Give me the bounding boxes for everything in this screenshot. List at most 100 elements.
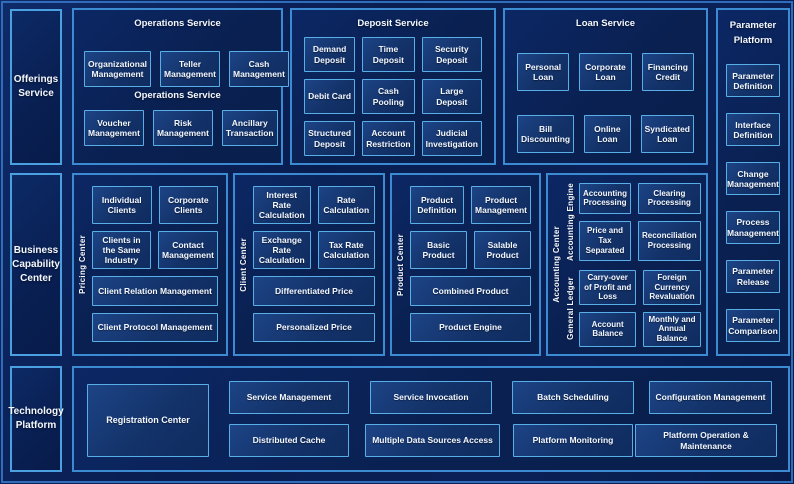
box-process-management: Process Management (726, 211, 780, 245)
box-salable-product: Salable Product (474, 231, 531, 269)
box-account-restriction: Account Restriction (362, 121, 415, 156)
panel-loan-service: Loan Service Personal Loan Corporate Loa… (503, 8, 708, 165)
box-structured-deposit: Structured Deposit (304, 121, 356, 156)
panel-deposit-service: Deposit Service Demand Deposit Time Depo… (290, 8, 496, 165)
offerings-service-text: Offerings Service (13, 74, 59, 99)
client-center-strip: Client Center (235, 175, 251, 354)
parameter-platform-title: Parameter Platform (729, 20, 777, 47)
pricing-center-vertical-label: Pricing Center (77, 235, 87, 294)
box-personalized-price: Personalized Price (253, 312, 375, 342)
general-ledger-group: General Ledger Carry-over of Profit and … (564, 270, 701, 347)
business-capability-center-text: Business Capability Center (12, 244, 60, 284)
loan-row-1: Personal Loan Corporate Loan Financing C… (517, 53, 694, 91)
box-cash-pooling: Cash Pooling (362, 79, 415, 114)
box-parameter-definition: Parameter Definition (726, 64, 780, 98)
box-rate-calculation: Rate Calculation (317, 186, 375, 224)
operations-row-2: Voucher Management Risk Management Ancil… (74, 110, 281, 146)
offerings-service-label: Offerings Service (10, 9, 62, 165)
box-ancillary-transaction: Ancillary Transaction (221, 110, 278, 146)
business-capability-center-label: Business Capability Center (10, 173, 62, 356)
technology-platform-text: Technology Platform (8, 406, 64, 431)
box-product-management: Product Management (471, 186, 531, 224)
box-bill-discounting: Bill Discounting (517, 115, 575, 153)
technology-platform-label: Technology Platform (8, 366, 64, 472)
panel-parameter-platform: Parameter Platform Parameter Definition … (716, 8, 790, 356)
box-cash-management: Cash Management (229, 51, 289, 87)
box-platform-operation-maintenance: Platform Operation & Maintenance (635, 424, 777, 457)
box-batch-scheduling: Batch Scheduling (512, 381, 634, 414)
accounting-engine-group: Accounting Engine Accounting Processing … (564, 183, 701, 261)
box-time-deposit: Time Deposit (362, 37, 415, 72)
panel-accounting-center: Accounting Center Accounting Engine Acco… (546, 173, 708, 356)
deposit-service-title: Deposit Service (357, 18, 429, 29)
pricing-center-wrap: Pricing Center Individual Clients Corpor… (74, 175, 226, 354)
client-row-1: Interest Rate Calculation Rate Calculati… (253, 186, 375, 224)
box-teller-management: Teller Management (160, 51, 220, 87)
box-tax-rate-calculation: Tax Rate Calculation (317, 231, 375, 269)
box-large-deposit: Large Deposit (421, 79, 482, 114)
client-row-2: Exchange Rate Calculation Tax Rate Calcu… (253, 231, 375, 269)
general-ledger-vertical-label: General Ledger (566, 276, 575, 340)
box-debit-card: Debit Card (304, 79, 356, 114)
box-price-tax-separated: Price and Tax Separated (579, 220, 631, 261)
box-configuration-management: Configuration Management (649, 381, 772, 414)
box-product-engine: Product Engine (410, 312, 531, 342)
box-individual-clients: Individual Clients (92, 186, 152, 224)
client-center-vertical-label: Client Center (238, 237, 248, 292)
pricing-center-strip: Pricing Center (74, 175, 90, 354)
client-center-content: Interest Rate Calculation Rate Calculati… (251, 175, 383, 354)
client-center-wrap: Client Center Interest Rate Calculation … (235, 175, 383, 354)
box-judicial-investigation: Judicial Investigation (421, 121, 482, 156)
box-change-management: Change Management (726, 162, 780, 196)
box-accounting-processing: Accounting Processing (579, 183, 631, 214)
deposit-grid: Demand Deposit Time Deposit Security Dep… (292, 29, 494, 164)
pricing-row-2: Clients in the Same Industry Contact Man… (92, 231, 218, 269)
loan-service-title: Loan Service (575, 18, 636, 29)
box-risk-management: Risk Management (152, 110, 213, 146)
box-security-deposit: Security Deposit (421, 37, 482, 72)
box-combined-product: Combined Product (410, 276, 531, 306)
product-center-content: Product Definition Product Management Ba… (408, 175, 539, 354)
box-differentiated-price: Differentiated Price (253, 276, 375, 306)
loan-row-2: Bill Discounting Online Loan Syndicated … (517, 115, 694, 153)
operations-row-1: Organizational Management Teller Managem… (74, 51, 289, 87)
general-ledger-strip: General Ledger (564, 270, 577, 347)
loan-rows: Personal Loan Corporate Loan Financing C… (505, 29, 706, 153)
box-interface-definition: Interface Definition (726, 113, 780, 147)
box-online-loan: Online Loan (584, 115, 631, 153)
box-corporate-loan: Corporate Loan (579, 53, 632, 91)
box-multiple-data-sources-access: Multiple Data Sources Access (365, 424, 500, 457)
product-center-strip: Product Center (392, 175, 408, 354)
operations-service-title: Operations Service (134, 18, 221, 29)
box-client-relation-management: Client Relation Management (92, 276, 218, 306)
accounting-center-vertical-label: Accounting Center (552, 226, 561, 303)
accounting-center-wrap: Accounting Center Accounting Engine Acco… (548, 175, 706, 354)
box-basic-product: Basic Product (410, 231, 467, 269)
box-product-definition: Product Definition (410, 186, 465, 224)
box-corporate-clients: Corporate Clients (158, 186, 218, 224)
box-platform-monitoring: Platform Monitoring (513, 424, 633, 457)
box-voucher-management: Voucher Management (84, 110, 144, 146)
accounting-engine-vertical-label: Accounting Engine (566, 183, 575, 261)
panel-product-center: Product Center Product Definition Produc… (390, 173, 541, 356)
box-registration-center: Registration Center (87, 384, 209, 457)
panel-technology-platform: Registration Center Service Management S… (72, 366, 790, 472)
operations-service-subtitle: Operations Service (134, 90, 221, 101)
box-service-management: Service Management (229, 381, 349, 414)
box-parameter-comparison: Parameter Comparison (726, 309, 780, 342)
box-clients-same-industry: Clients in the Same Industry (92, 231, 152, 269)
general-ledger-grid: Carry-over of Profit and Loss Foreign Cu… (579, 270, 701, 347)
box-client-protocol-management: Client Protocol Management (92, 312, 218, 342)
box-financing-credit: Financing Credit (641, 53, 694, 91)
box-syndicated-loan: Syndicated Loan (640, 115, 694, 153)
box-interest-rate-calculation: Interest Rate Calculation (253, 186, 311, 224)
box-account-balance: Account Balance (579, 311, 637, 347)
box-clearing-processing: Clearing Processing (638, 183, 701, 214)
box-distributed-cache: Distributed Cache (229, 424, 349, 457)
box-carry-over-profit-loss: Carry-over of Profit and Loss (579, 270, 637, 305)
product-row-1: Product Definition Product Management (410, 186, 531, 224)
parameter-platform-column: Parameter Platform Parameter Definition … (718, 10, 788, 354)
pricing-center-content: Individual Clients Corporate Clients Cli… (90, 175, 226, 354)
accounting-engine-grid: Accounting Processing Clearing Processin… (579, 183, 701, 261)
